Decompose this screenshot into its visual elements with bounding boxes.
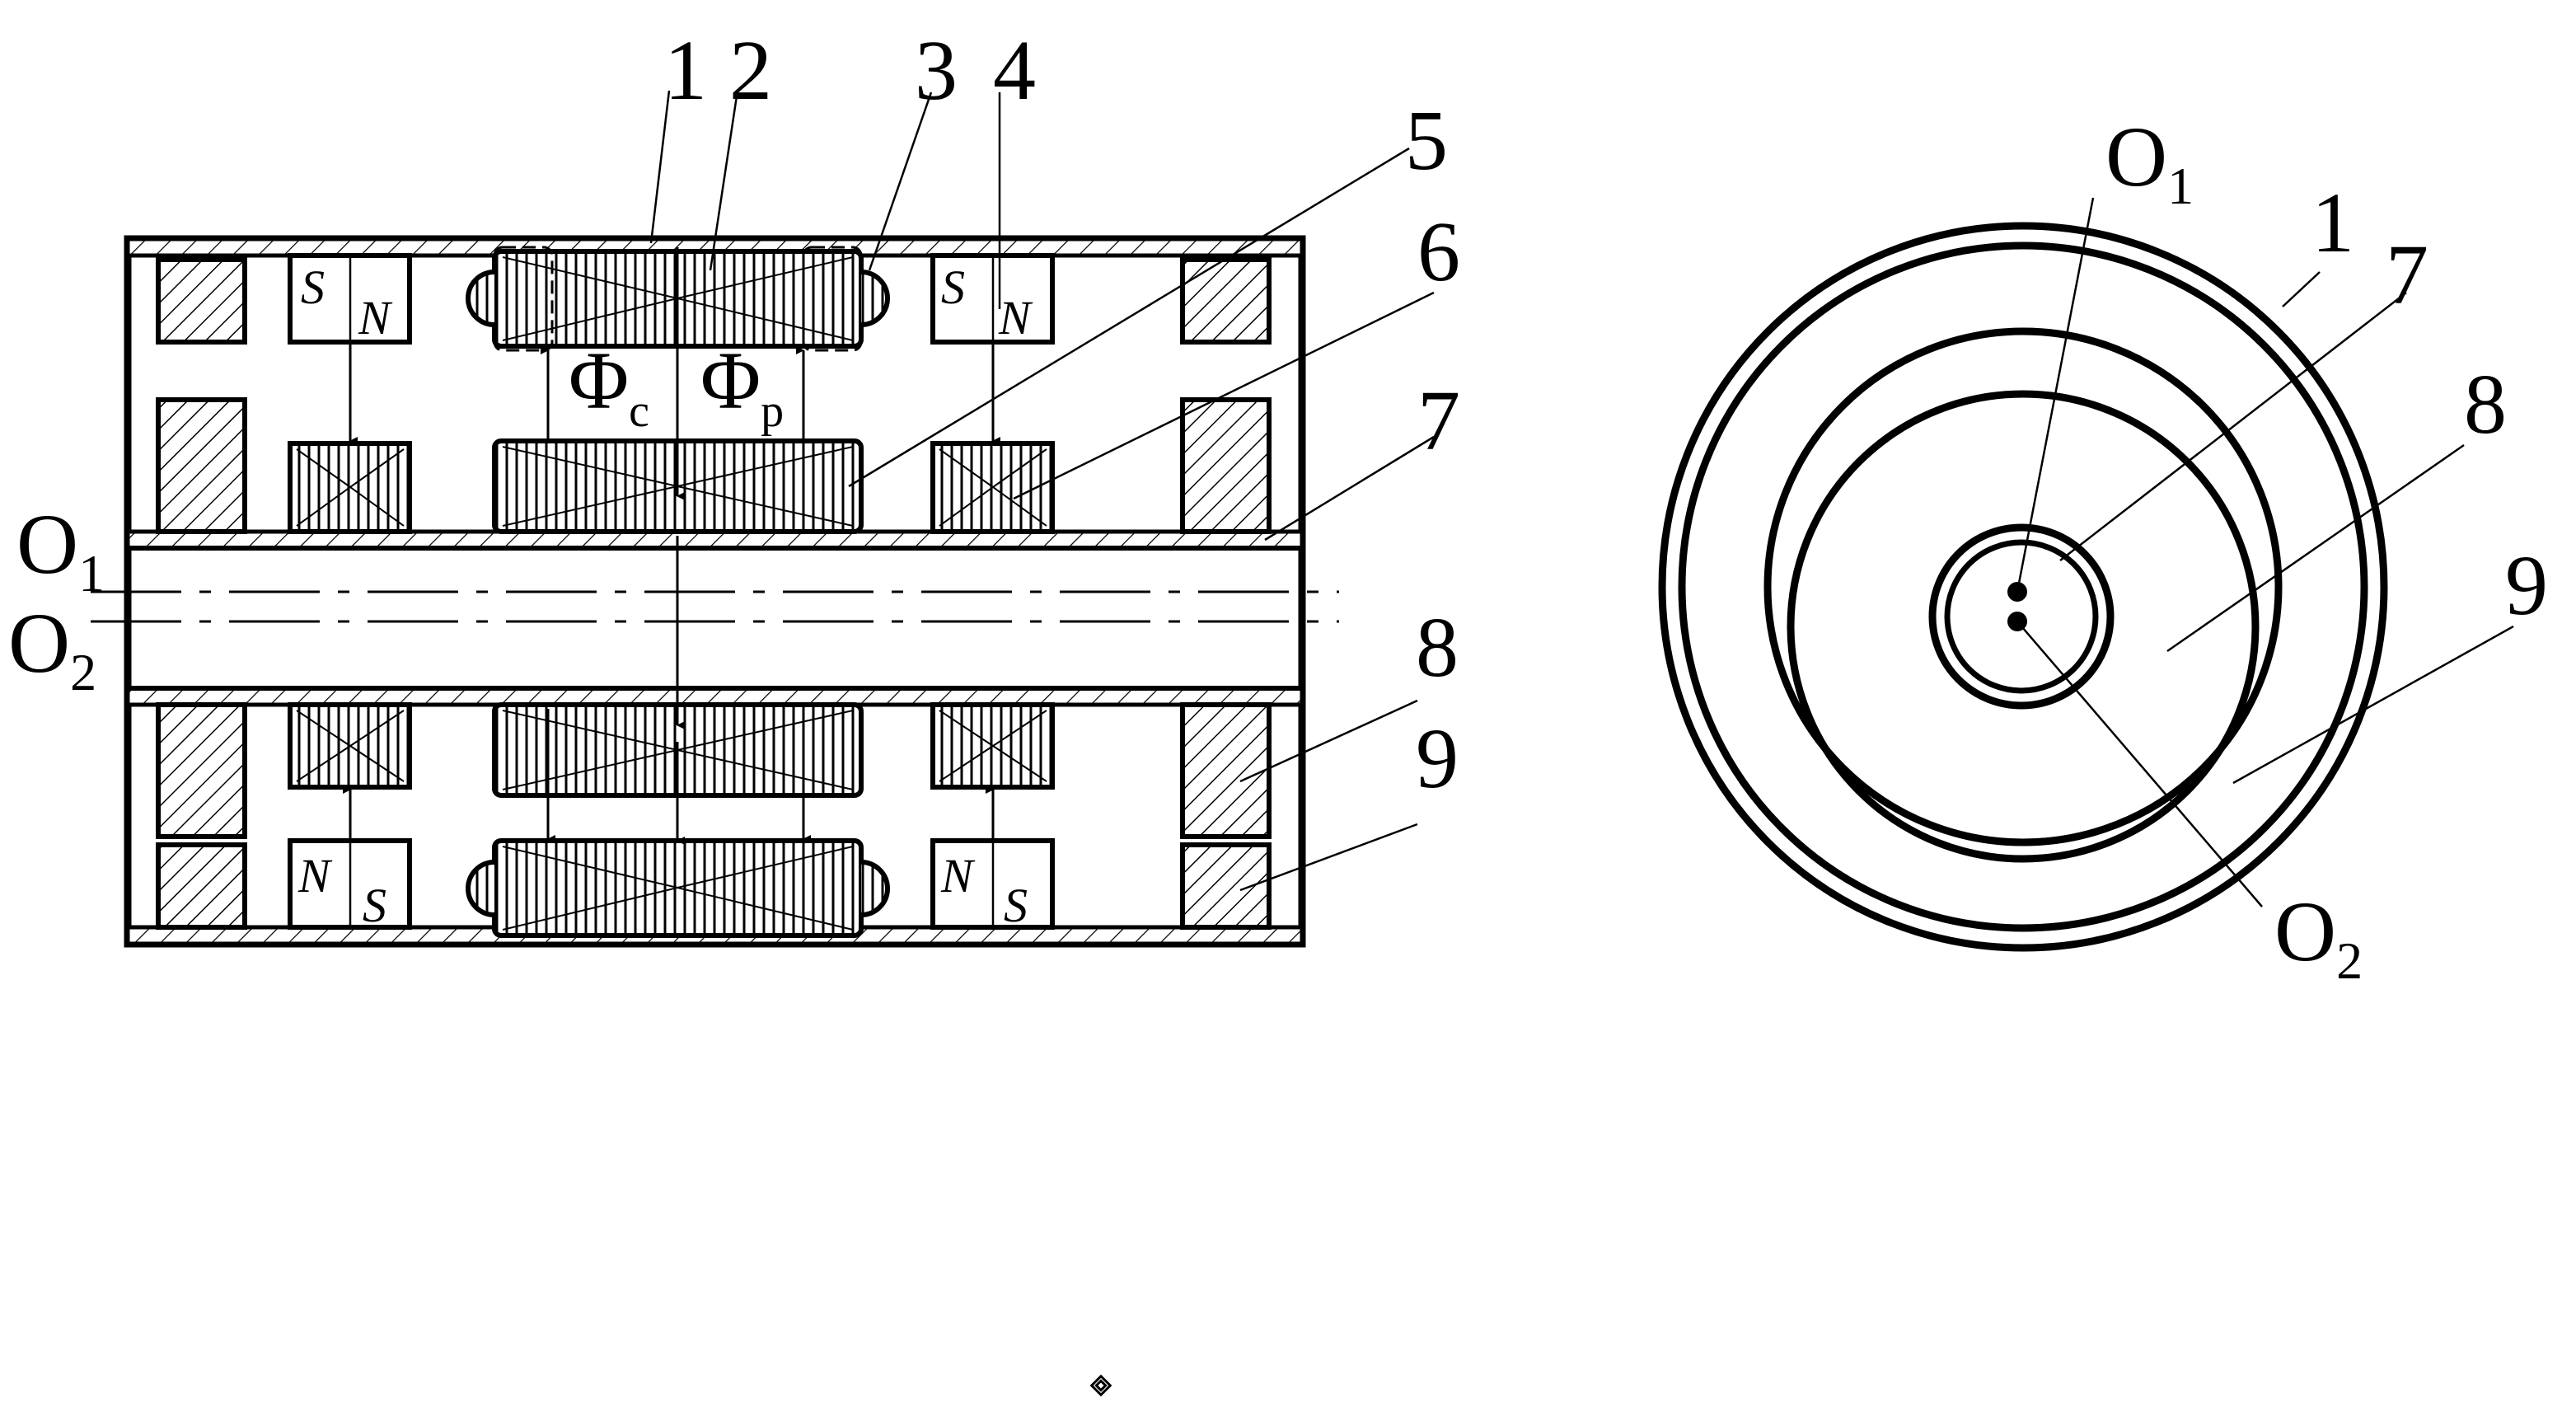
aux-bearing: [156, 702, 247, 839]
coil-end: [860, 860, 890, 917]
pole-n: N: [998, 291, 1033, 345]
axis-label-o1: O1: [16, 497, 105, 603]
coil: [493, 246, 554, 352]
axis-label-o1-end: O1: [2105, 110, 2194, 215]
end-label-part-8: 8: [2464, 357, 2507, 452]
label-part-1: 1: [664, 23, 707, 118]
axis-label-o2-end: O2: [2274, 884, 2363, 990]
aux-bearing: [156, 257, 247, 345]
label-part-6: 6: [1417, 204, 1460, 299]
coil-end: [466, 860, 495, 917]
coil-end: [860, 270, 890, 327]
aux-bearing: [1180, 702, 1272, 839]
end-label-part-9: 9: [2505, 538, 2548, 633]
label-part-9: 9: [1416, 711, 1459, 806]
end-label-part-1: 1: [2311, 176, 2354, 270]
end-view-leaders: [2016, 197, 2514, 907]
aux-bearing: [1180, 842, 1272, 930]
pole-n: N: [297, 849, 333, 903]
outer-ring: [1658, 222, 2388, 952]
outer-ring-inner: [1678, 241, 2368, 932]
section-view: [91, 90, 1435, 948]
label-part-4: 4: [993, 23, 1036, 118]
pole-s: S: [941, 260, 965, 314]
label-part-7: 7: [1417, 373, 1460, 468]
label-part-8: 8: [1416, 600, 1459, 695]
aux-bearing: [1180, 257, 1272, 345]
aux-bearing: [156, 397, 247, 534]
flux-label-control: Φc: [569, 335, 649, 437]
flux-arrows: [343, 247, 1000, 845]
flux-label-permanent: Φp: [700, 335, 784, 437]
rotor-circle: [1787, 390, 2260, 863]
coil-end: [466, 270, 495, 327]
small-diamond-mark: [1089, 1374, 1112, 1397]
label-part-5: 5: [1405, 93, 1448, 188]
label-part-3: 3: [915, 23, 958, 118]
pole-s: S: [1004, 879, 1028, 932]
pole-s: S: [301, 260, 325, 314]
pole-s: S: [363, 879, 386, 932]
end-view: [1658, 197, 2514, 952]
label-part-2: 2: [729, 23, 772, 118]
shaft-outer: [1928, 523, 2115, 710]
stator-circle: [1763, 327, 2283, 846]
axis-label-o2: O2: [8, 596, 96, 701]
pole-n: N: [358, 291, 393, 345]
aux-bearing: [156, 842, 247, 930]
aux-bearing: [1180, 397, 1272, 534]
coil: [802, 246, 863, 352]
end-label-part-7: 7: [2386, 227, 2428, 322]
shaft-inner: [1944, 539, 2099, 694]
leader-lines: [649, 90, 1435, 892]
pole-n: N: [940, 849, 976, 903]
